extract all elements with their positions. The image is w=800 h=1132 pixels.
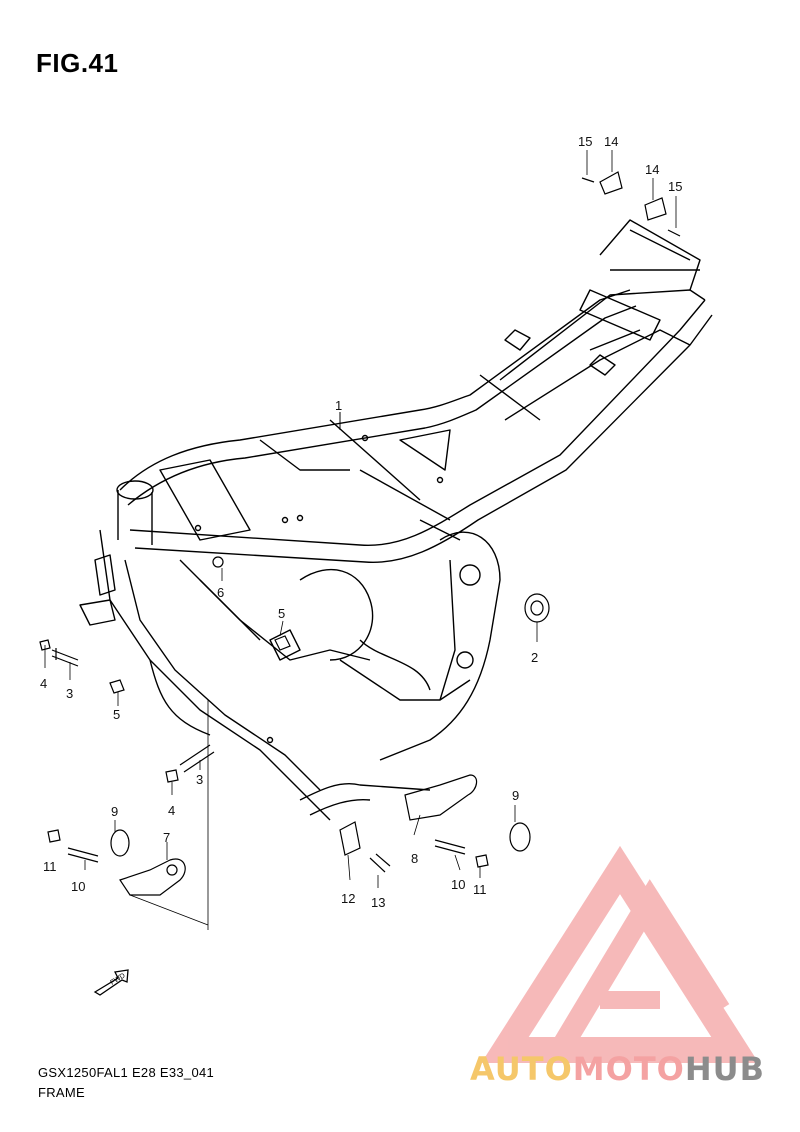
callout-4-lower: 4 bbox=[168, 803, 175, 818]
callout-7: 7 bbox=[163, 830, 170, 845]
callout-6: 6 bbox=[217, 585, 224, 600]
watermark-text-part3: HUB bbox=[684, 1050, 766, 1088]
part-4-nut-upper bbox=[39, 639, 51, 651]
part-12-clamp bbox=[339, 821, 361, 856]
part-15-bolt-upper bbox=[581, 177, 595, 183]
watermark-text-part2: MOTO bbox=[572, 1050, 685, 1088]
figure-title: FIG.41 bbox=[36, 48, 119, 78]
part-11-nut-left bbox=[47, 829, 61, 843]
callout-15-lower: 15 bbox=[668, 179, 682, 194]
part-7-bracket bbox=[119, 858, 186, 896]
part-13-bolt bbox=[369, 853, 391, 873]
part-5-nut-upper bbox=[274, 635, 291, 651]
fwd-arrow-label: FWD bbox=[109, 972, 126, 986]
part-4-nut-lower bbox=[165, 769, 179, 783]
callout-3-upper: 3 bbox=[66, 686, 73, 701]
callout-5-upper: 5 bbox=[278, 606, 285, 621]
section-name: FRAME bbox=[38, 1085, 85, 1100]
callout-10-right: 10 bbox=[451, 877, 465, 892]
part-9-bushing-left bbox=[110, 829, 130, 857]
part-8-bracket bbox=[404, 774, 478, 821]
callout-11-right: 11 bbox=[473, 882, 487, 897]
callout-14-lower: 14 bbox=[645, 162, 659, 177]
callout-12: 12 bbox=[341, 891, 355, 906]
part-10-bolt-left bbox=[67, 847, 99, 863]
small-parts bbox=[39, 150, 681, 930]
callout-3-lower: 3 bbox=[196, 772, 203, 787]
part-11-nut-right bbox=[475, 854, 489, 868]
watermark-text: AUTOMOTOHUB bbox=[470, 1050, 765, 1088]
callout-9-left: 9 bbox=[111, 804, 118, 819]
part-5-nut-lower bbox=[109, 679, 125, 694]
callout-5-lower: 5 bbox=[113, 707, 120, 722]
callout-8: 8 bbox=[411, 851, 418, 866]
callout-labels: 1 2 3 3 4 4 5 5 6 7 8 9 9 10 10 11 11 12… bbox=[40, 134, 682, 910]
callout-9-right: 9 bbox=[512, 788, 519, 803]
watermark-logo bbox=[481, 845, 759, 1063]
part-3-bolt-upper bbox=[51, 648, 79, 667]
part-14-cover-lower bbox=[644, 197, 667, 221]
fwd-arrow-icon: FWD bbox=[93, 969, 129, 996]
part-15-bolt-lower bbox=[667, 229, 681, 237]
main-frame bbox=[79, 219, 713, 821]
callout-11-left: 11 bbox=[43, 859, 57, 874]
callout-15-upper: 15 bbox=[578, 134, 592, 149]
callout-4-upper: 4 bbox=[40, 676, 47, 691]
part-9-bushing-right bbox=[509, 822, 531, 852]
callout-10-left: 10 bbox=[71, 879, 85, 894]
callout-2: 2 bbox=[531, 650, 538, 665]
part-6-plug bbox=[212, 556, 224, 568]
callout-14-upper: 14 bbox=[604, 134, 618, 149]
part-3-bolt-lower bbox=[179, 744, 215, 773]
model-code: GSX1250FAL1 E28 E33_041 bbox=[38, 1065, 215, 1080]
part-14-cover-upper bbox=[599, 171, 623, 195]
part-10-bolt-right bbox=[434, 839, 466, 855]
callout-1: 1 bbox=[335, 398, 342, 413]
watermark-text-part1: AUTO bbox=[470, 1050, 573, 1088]
callout-13: 13 bbox=[371, 895, 385, 910]
part-2-grommet bbox=[524, 593, 550, 623]
